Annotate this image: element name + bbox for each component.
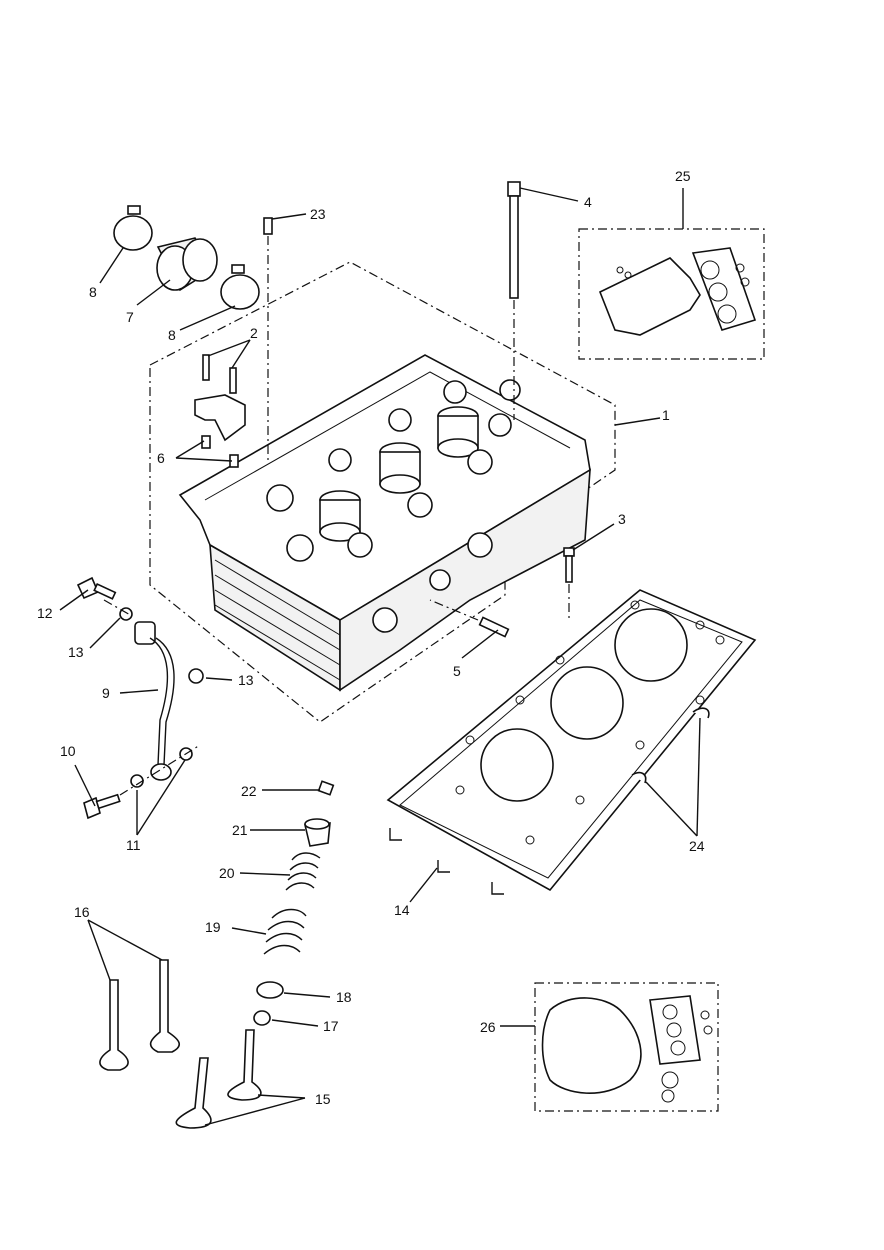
callout-20: 20	[219, 865, 235, 881]
intake-rubber-and-clamps	[113, 205, 260, 310]
oil-feed-pipe	[76, 576, 204, 820]
callout-6: 6	[157, 450, 165, 466]
leader-lines	[59, 187, 701, 1126]
callout-10: 10	[60, 743, 76, 759]
callout-1: 1	[662, 407, 670, 423]
callout-14: 14	[394, 902, 410, 918]
callout-labels: 1 2 3 4 5 6 7 8 8 9 10 11 12 13 13 14 15…	[37, 168, 705, 1107]
callout-18: 18	[336, 989, 352, 1005]
callout-9: 9	[102, 685, 110, 701]
valves	[99, 959, 262, 1129]
callout-26: 26	[480, 1019, 496, 1035]
full-gasket-set-box	[534, 982, 719, 1112]
valve-train-components	[253, 780, 335, 1026]
callout-24: 24	[689, 838, 705, 854]
top-end-gasket-set-box	[578, 228, 765, 360]
cylinder-head	[178, 354, 591, 692]
callout-25: 25	[675, 168, 691, 184]
bearing-cap	[194, 354, 246, 468]
callout-15: 15	[315, 1091, 331, 1107]
callout-3: 3	[618, 511, 626, 527]
callout-21: 21	[232, 822, 248, 838]
stud-5	[429, 599, 510, 638]
callout-8a: 8	[89, 284, 97, 300]
head-bolt-long	[507, 181, 521, 420]
callout-16: 16	[74, 904, 90, 920]
callout-11: 11	[126, 837, 141, 853]
callout-19: 19	[205, 919, 221, 935]
callout-2: 2	[250, 325, 258, 341]
callout-12: 12	[37, 605, 53, 621]
callout-22: 22	[241, 783, 257, 799]
callout-13a: 13	[68, 644, 84, 660]
callout-7: 7	[126, 309, 134, 325]
callout-13b: 13	[238, 672, 254, 688]
bolt-3	[563, 547, 575, 620]
callout-8b: 8	[168, 327, 176, 343]
shims	[631, 707, 710, 784]
bolt-23	[263, 217, 273, 460]
callout-17: 17	[323, 1018, 339, 1034]
callout-23: 23	[310, 206, 326, 222]
callout-5: 5	[453, 663, 461, 679]
cylinder-head-gasket	[386, 589, 757, 895]
callout-4: 4	[584, 194, 592, 210]
